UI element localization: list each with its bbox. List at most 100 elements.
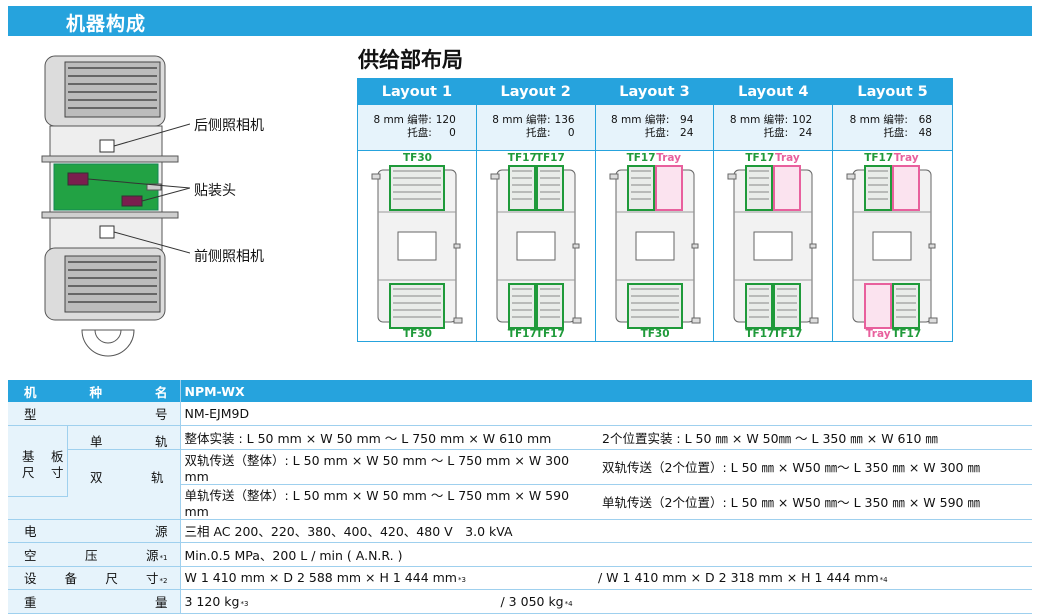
spec-row-power: 电源 三相 AC 200、220、380、400、420、480 V 3.0 k… xyxy=(8,519,1032,543)
feeder-label-bottom-1: TF17 xyxy=(507,328,537,340)
callout-rear-camera: 后侧照相机 xyxy=(194,118,264,134)
layout-machine-sketch xyxy=(609,165,701,329)
feeder-unit-top-1 xyxy=(626,165,655,211)
feeder-label-top-2: Tray xyxy=(656,152,681,164)
tape-count: 94 xyxy=(680,114,694,126)
feeder-unit-top-1 xyxy=(864,165,893,211)
layout-name: Layout 3 xyxy=(595,79,714,105)
spec-row-single: 基 板 尺 寸 单轨 整体实装 : L 50 mm × W 50 mm ～ L … xyxy=(8,425,1032,497)
spec-row-dimensions: 设备尺寸*2 W 1 410 mm × D 2 588 mm × H 1 444… xyxy=(8,566,1032,590)
feeder-label-top-2: TF17 xyxy=(535,152,565,164)
tape-count: 120 xyxy=(435,114,456,126)
single-value-a: 整体实装 : L 50 mm × W 50 mm ～ L 750 mm × W … xyxy=(180,425,598,450)
spec-table: 机种名 NPM-WX 型号 NM-EJM9D 基 板 尺 寸 单轨 整体实装 :… xyxy=(8,380,1032,614)
feeder-label-bottom-1: TF17 xyxy=(745,328,775,340)
feeder-label-top-2: Tray xyxy=(774,152,800,164)
tray-count: 0 xyxy=(449,127,456,139)
layout-name: Layout 2 xyxy=(476,79,595,105)
feeder-label-bottom-1: TF30 xyxy=(403,328,432,340)
layout-machine-sketch xyxy=(846,165,938,329)
callout-head: 贴装头 xyxy=(194,183,236,199)
feeder-label-top-1: TF17 xyxy=(745,152,775,164)
feeder-label-top-1: TF30 xyxy=(403,152,432,164)
section-title: 机器构成 xyxy=(66,13,147,35)
tray-count: 48 xyxy=(918,127,932,139)
machine-overview-diagram xyxy=(41,55,190,357)
weight-value: 3 120 kg*3/ 3 050 kg*4 xyxy=(180,589,1032,614)
tray-unit-bottom-1 xyxy=(864,283,893,329)
front-camera-marker xyxy=(99,225,115,239)
feeder-label-top-1: TF17 xyxy=(864,152,894,164)
feeder-label-top-2: Tray xyxy=(893,152,919,164)
tray-unit-top-2 xyxy=(773,165,802,211)
tape-count: 68 xyxy=(918,114,932,126)
head-right xyxy=(121,195,143,207)
feeder-label-bottom-2: TF17 xyxy=(535,328,565,340)
model-no-value: NM-EJM9D xyxy=(180,402,1032,426)
layout-machine-sketch xyxy=(371,165,463,329)
tape-count: 102 xyxy=(792,114,813,126)
feeder-unit-bottom-2 xyxy=(892,283,921,329)
dual2-value-b: 单轨传送（2个位置）: L 50 ㎜ × W50 ㎜～ L 350 ㎜ × W … xyxy=(598,484,1032,520)
tray-unit-top-2 xyxy=(892,165,921,211)
spec-row-dual-2: 单轨传送（整体）: L 50 mm × W 50 mm ～ L 750 mm ×… xyxy=(8,484,1032,520)
callout-front-camera: 前侧照相机 xyxy=(194,249,264,265)
rear-camera-marker xyxy=(99,139,115,153)
feeder-unit-top-1 xyxy=(507,165,536,211)
section-banner: 机器构成 xyxy=(8,6,1032,36)
dim-value-b: / W 1 410 mm × D 2 318 mm × H 1 444 mm*4 xyxy=(598,566,1032,590)
feeder-label-bottom-1: Tray xyxy=(865,328,891,340)
spec-row-model-no: 型号 NM-EJM9D xyxy=(8,402,1032,426)
feeder-label-top-1: TF17 xyxy=(626,152,656,164)
spec-row-air: 空压源*1 Min.0.5 MPa、200 L / min ( A.N.R. ) xyxy=(8,542,1032,567)
dim-value-a: W 1 410 mm × D 2 588 mm × H 1 444 mm*3 xyxy=(180,566,598,590)
feeder-label-bottom-2: TF17 xyxy=(773,328,803,340)
dual2-value-a: 单轨传送（整体）: L 50 mm × W 50 mm ～ L 750 mm ×… xyxy=(180,484,598,520)
feeder-unit-top-1 xyxy=(389,165,445,211)
feeder-unit-bottom-1 xyxy=(626,283,683,329)
dual1-value-b: 双轨传送（2个位置）: L 50 ㎜ × W50 ㎜～ L 350 ㎜ × W … xyxy=(598,449,1032,485)
power-value: 三相 AC 200、220、380、400、420、480 V 3.0 kVA xyxy=(180,519,1032,543)
feeder-unit-top-2 xyxy=(535,165,564,211)
spec-row-dual-1: 双 轨 双轨传送（整体）: L 50 mm × W 50 mm ～ L 750 … xyxy=(8,449,1032,520)
tray-count: 24 xyxy=(680,127,694,139)
feeder-unit-top-1 xyxy=(745,165,774,211)
tray-unit-top-2 xyxy=(654,165,683,211)
layout-machine-sketch xyxy=(490,165,582,329)
spec-row-model-name: 机种名 NPM-WX xyxy=(8,380,1032,402)
layout-name: Layout 4 xyxy=(714,79,833,105)
feeder-unit-bottom-1 xyxy=(745,283,774,329)
air-value: Min.0.5 MPa、200 L / min ( A.N.R. ) xyxy=(180,542,1032,567)
feeder-unit-bottom-2 xyxy=(773,283,802,329)
layout-machine-sketch xyxy=(727,165,819,329)
feeder-unit-bottom-1 xyxy=(507,283,536,329)
layout-heading: 供给部布局 xyxy=(358,48,463,72)
head-left xyxy=(67,172,89,186)
tape-count: 136 xyxy=(554,114,575,126)
feeder-label-top-1: TF17 xyxy=(507,152,537,164)
layout-name: Layout 1 xyxy=(358,79,476,105)
feeder-label-bottom-1: TF30 xyxy=(640,328,670,340)
model-name-value: NPM-WX xyxy=(180,380,1032,402)
feeder-label-bottom-2: TF17 xyxy=(892,328,922,340)
tray-count: 24 xyxy=(798,127,813,139)
layout-name: Layout 5 xyxy=(833,79,952,105)
feeder-unit-bottom-2 xyxy=(535,283,564,329)
feeder-unit-bottom-1 xyxy=(389,283,445,329)
single-value-b: 2个位置实装 : L 50 ㎜ × W 50㎜ ～ L 350 ㎜ × W 61… xyxy=(598,425,1032,450)
